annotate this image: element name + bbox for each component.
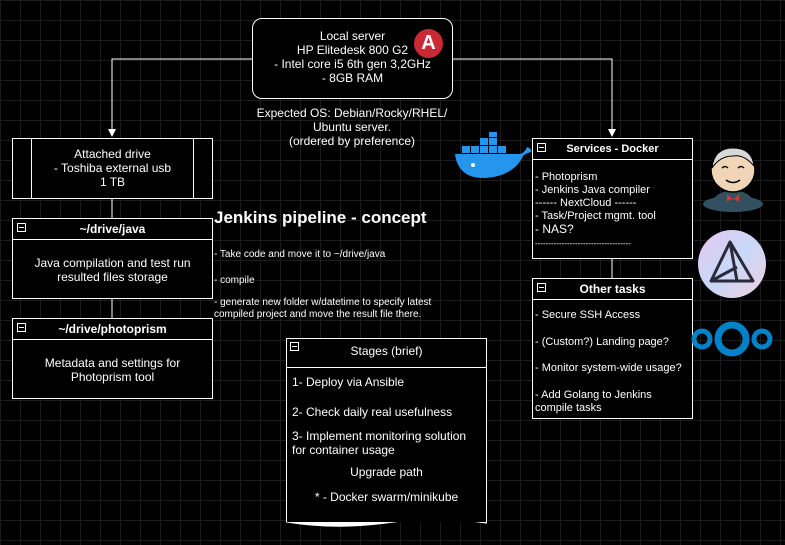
jenkins-icon <box>703 147 763 212</box>
task-item-ssh: - Secure SSH Access <box>535 309 641 321</box>
service-separator: ------------------------------------ <box>535 239 631 248</box>
service-item-nas: - NAS? <box>535 222 574 236</box>
drive-photoprism-title: ~/drive/photoprism <box>58 322 167 336</box>
pipeline-step-3: - generate new folder w/datetime to spec… <box>214 297 432 308</box>
other-tasks-header: Other tasks <box>533 279 692 300</box>
services-header: Services - Docker <box>533 139 692 160</box>
collapse-icon[interactable] <box>537 143 546 152</box>
expected-os-text: Expected OS: Debian/Rocky/RHEL/ Ubuntu s… <box>247 106 457 148</box>
stages-title: Stages (brief) <box>350 344 423 358</box>
service-item-jenkins: - Jenkins Java compiler <box>535 184 650 196</box>
stage-item-2: 2- Check daily real usefulness <box>292 405 453 419</box>
stages-box[interactable]: Stages (brief) 1- Deploy via Ansible 2- … <box>286 338 487 530</box>
pipeline-title: Jenkins pipeline - concept <box>214 208 427 227</box>
stage-item-3-cont: for container usage <box>292 443 395 457</box>
pipeline-step-1: - Take code and move it to ~/drive/java <box>214 249 386 260</box>
arrow-to-services <box>453 58 616 137</box>
collapse-icon[interactable] <box>17 223 26 232</box>
pipeline-step-3-cont: compiled project and move the result fil… <box>214 309 422 320</box>
nextcloud-icon <box>691 321 773 357</box>
drive-photoprism-header: ~/drive/photoprism <box>13 319 212 340</box>
service-item-task-tool: - Task/Project mgmt. tool <box>535 210 656 222</box>
docker-icon <box>455 132 532 178</box>
expected-os-line2: Ubuntu server. <box>312 120 392 134</box>
local-server-ram: - 8GB RAM <box>321 71 384 85</box>
stages-header: Stages (brief) <box>286 338 487 368</box>
expected-os-line3: (ordered by preference) <box>288 134 416 148</box>
photoprism-icon <box>698 230 766 298</box>
upgrade-path-item: * - Docker swarm/minikube <box>314 490 459 504</box>
drive-java-title: ~/drive/java <box>79 222 146 236</box>
drive-photoprism-desc1: Metadata and settings for <box>44 356 181 370</box>
drive-photoprism-desc2: Photoprism tool <box>70 370 155 384</box>
services-docker-box[interactable]: Services - Docker - Photoprism - Jenkins… <box>532 138 693 259</box>
task-item-golang: - Add Golang to Jenkins <box>535 389 652 401</box>
upgrade-path-title: Upgrade path <box>350 465 423 479</box>
other-tasks-box[interactable]: Other tasks - Secure SSH Access - (Custo… <box>532 278 693 419</box>
stage-item-1: 1- Deploy via Ansible <box>292 375 405 389</box>
collapse-icon[interactable] <box>537 283 546 292</box>
arrow-to-drive <box>108 58 252 137</box>
drive-photoprism-box[interactable]: ~/drive/photoprism Metadata and settings… <box>12 318 213 399</box>
service-item-nextcloud: ------ NextCloud ------ <box>535 197 637 209</box>
local-server-title: Local server <box>319 29 386 43</box>
upgrade-path-section <box>286 458 487 522</box>
task-item-monitor: - Monitor system-wide usage? <box>535 362 682 374</box>
pipeline-step-2: - compile <box>214 275 255 286</box>
local-server-box[interactable]: Local server HP Elitedesk 800 G2 - Intel… <box>252 18 453 99</box>
drive-java-desc2: resulted files storage <box>57 270 168 284</box>
attached-drive-size: 1 TB <box>99 175 126 189</box>
collapse-icon[interactable] <box>290 342 299 351</box>
local-server-cpu: - Intel core i5 6th gen 3,2GHz <box>274 57 431 71</box>
expected-os-line1: Expected OS: Debian/Rocky/RHEL/ <box>256 106 448 120</box>
service-item-photoprism: - Photoprism <box>535 171 598 183</box>
drive-java-desc1: Java compilation and test run <box>34 256 191 270</box>
stage-item-3: 3- Implement monitoring solution <box>292 429 467 443</box>
local-server-model: HP Elitedesk 800 G2 <box>296 43 409 57</box>
task-item-landing: - (Custom?) Landing page? <box>535 336 669 348</box>
ansible-icon: A <box>414 29 443 58</box>
attached-drive-title: Attached drive <box>74 147 151 161</box>
collapse-icon[interactable] <box>17 323 26 332</box>
services-title: Services - Docker <box>566 143 659 155</box>
drive-java-box[interactable]: ~/drive/java Java compilation and test r… <box>12 218 213 299</box>
attached-drive-box[interactable]: Attached drive - Toshiba external usb 1 … <box>12 138 213 199</box>
other-tasks-title: Other tasks <box>579 282 646 296</box>
drive-java-header: ~/drive/java <box>13 219 212 240</box>
attached-drive-desc: - Toshiba external usb <box>53 161 172 175</box>
task-item-golang-cont: compile tasks <box>535 402 602 414</box>
